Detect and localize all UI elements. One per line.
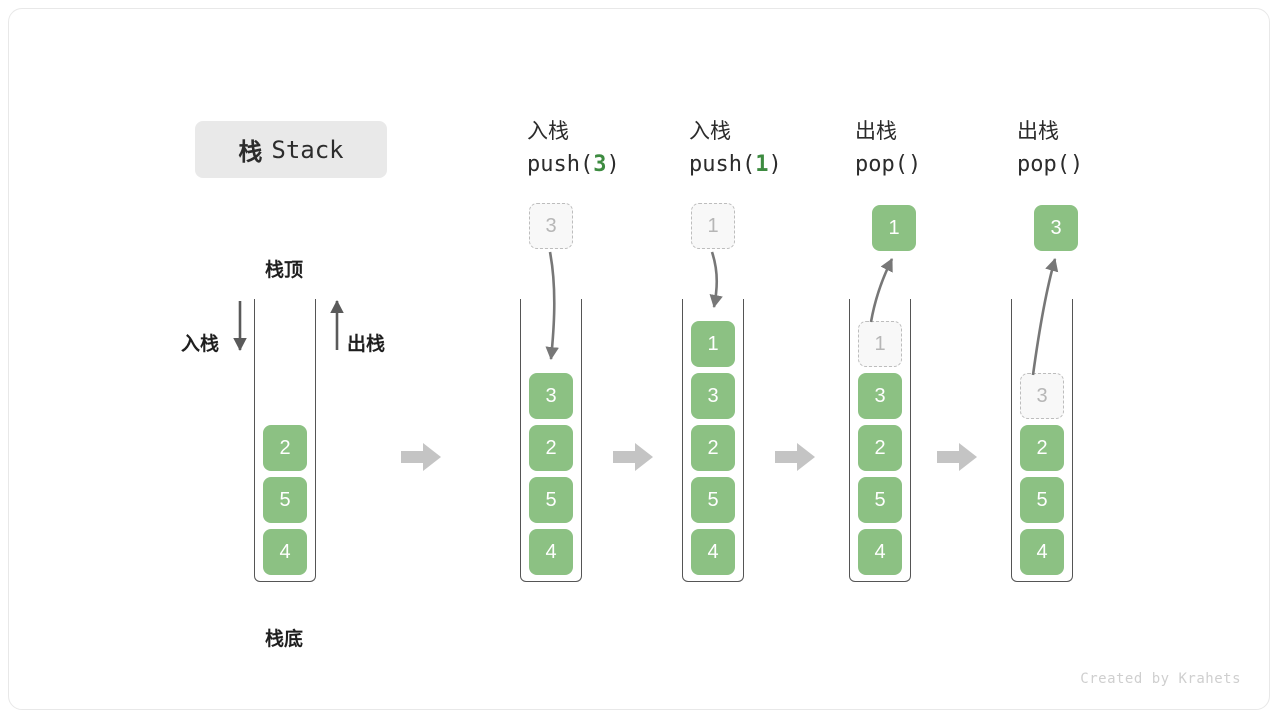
cell-push1-0: 1 [691,321,735,367]
label-stack-bottom: 栈底 [265,629,304,650]
cell-initial-2: 4 [263,529,307,575]
cell-push3-0: 3 [529,373,573,419]
cell-push1-4: 4 [691,529,735,575]
title-cn: 栈 [238,139,264,166]
op-code-suffix-3: ) [907,151,922,177]
label-stack-top: 栈顶 [265,260,304,281]
title-en: Stack [271,135,344,164]
cell-push3-3: 4 [529,529,573,575]
op-code-suffix-1: ) [606,151,620,177]
floating-cell-pop-3-result: 3 [1034,205,1078,251]
diagram-canvas: 栈 Stack 栈顶 栈底 入栈 出栈 入栈 push(3) 入栈 push(1… [8,8,1270,710]
step-arrow-3 [775,443,815,471]
operation-code-3: pop() [855,148,921,181]
step-arrow-4 [937,443,977,471]
floating-cell-push-1-source: 1 [691,203,735,249]
op-code-arg-2: 1 [755,151,769,177]
cell-pop1-ghost-top: 1 [858,321,902,367]
cell-pop3-3: 4 [1020,529,1064,575]
step-arrow-2 [613,443,653,471]
cell-push1-1: 3 [691,373,735,419]
operation-cn-3: 出栈 [855,120,897,143]
floating-cell-pop-1-result: 1 [872,205,916,251]
operation-cn-1: 入栈 [527,120,569,143]
arrow-overlay [233,251,1059,376]
step-arrow-1 [401,443,441,471]
operation-header-1: 入栈 push(3) [527,116,620,181]
op-code-arg-1: 3 [593,151,607,177]
cell-push1-3: 5 [691,477,735,523]
op-code-suffix-2: ) [768,151,782,177]
operation-cn-2: 入栈 [689,120,731,143]
operation-code-4: pop() [1017,148,1083,181]
cell-push1-2: 2 [691,425,735,471]
watermark: Created by Krahets [1080,671,1241,687]
operation-header-2: 入栈 push(1) [689,116,782,181]
cell-initial-0: 2 [263,425,307,471]
cell-pop1-2: 2 [858,425,902,471]
operation-code-1: push(3) [527,148,620,181]
op-code-prefix-4: pop( [1017,151,1070,177]
operation-code-2: push(1) [689,148,782,181]
operation-header-3: 出栈 pop() [855,116,921,181]
cell-pop1-3: 5 [858,477,902,523]
cell-push3-1: 2 [529,425,573,471]
label-pop-direction: 出栈 [347,334,386,355]
cell-pop3-ghost-top: 3 [1020,373,1064,419]
diagram-title-chip: 栈 Stack [195,121,387,178]
label-push-direction: 入栈 [181,334,220,355]
cell-push3-2: 5 [529,477,573,523]
cell-pop3-1: 2 [1020,425,1064,471]
cell-pop3-2: 5 [1020,477,1064,523]
cell-pop1-1: 3 [858,373,902,419]
operation-cn-4: 出栈 [1017,120,1059,143]
op-code-prefix-1: push( [527,151,594,177]
floating-cell-push-3-source: 3 [529,203,573,249]
op-code-suffix-4: ) [1069,151,1084,177]
operation-header-4: 出栈 pop() [1017,116,1083,181]
cell-pop1-4: 4 [858,529,902,575]
op-code-prefix-3: pop( [855,151,908,177]
op-code-prefix-2: push( [689,151,756,177]
cell-initial-1: 5 [263,477,307,523]
